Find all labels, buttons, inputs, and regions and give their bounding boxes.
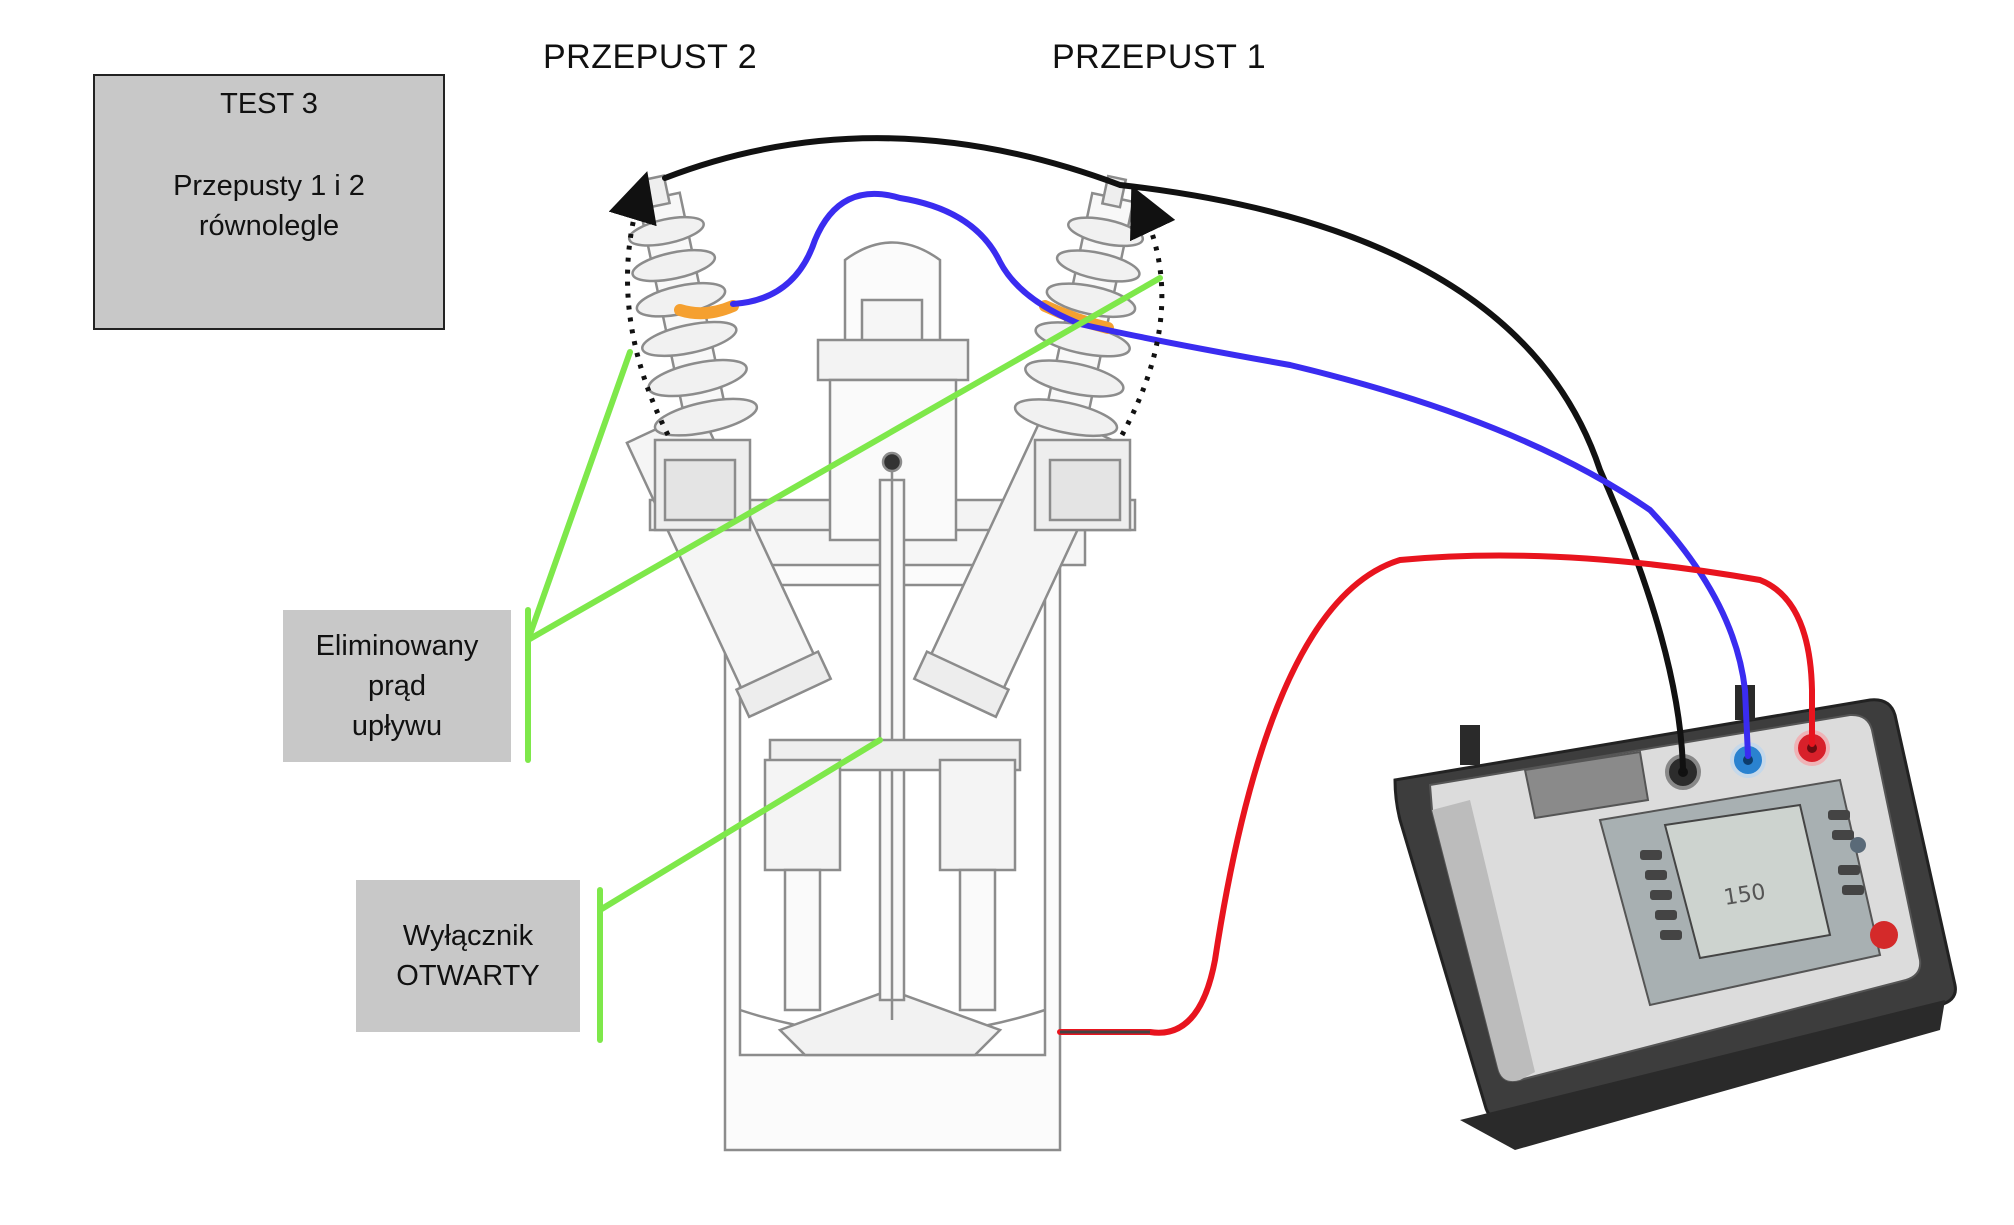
label-bushing-1: PRZEPUST 1 (1052, 38, 1267, 76)
black-test-lead (662, 135, 1686, 773)
leak-line-3: upływu (351, 710, 443, 742)
leader-to-bushing-2 (525, 349, 633, 643)
circuit-breaker (625, 174, 1145, 1152)
test-title: TEST 3 (220, 88, 318, 120)
test-desc-line-1: Przepusty 1 i 2 (173, 170, 365, 202)
label-bushing-2: PRZEPUST 2 (543, 38, 758, 76)
dotted-arrow-bushing-2 (608, 171, 671, 437)
blue-test-lead (730, 190, 1751, 759)
bushing-1-insulator (1013, 174, 1145, 438)
red-test-lead (1057, 552, 1815, 1036)
test-info-box: TEST 3 Przepusty 1 i 2 równolegle (93, 74, 445, 330)
leader-to-bushing-1 (525, 275, 1163, 643)
leak-line-2: prąd (367, 670, 427, 702)
leak-line-1: Eliminowany (315, 630, 479, 662)
insulation-tester: 150 (1393, 685, 1957, 1150)
guard-band-bushing-2 (674, 300, 739, 320)
breaker-state-box: Wyłącznik OTWARTY (356, 880, 580, 1032)
breaker-line-2: OTWARTY (396, 960, 540, 992)
breaker-line-1: Wyłącznik (402, 920, 534, 952)
leader-to-contacts (597, 737, 883, 913)
test-desc-line-2: równolegle (198, 210, 340, 242)
leakage-current-box: Eliminowany prąd upływu (283, 610, 511, 762)
leader-lines (525, 275, 1163, 1043)
